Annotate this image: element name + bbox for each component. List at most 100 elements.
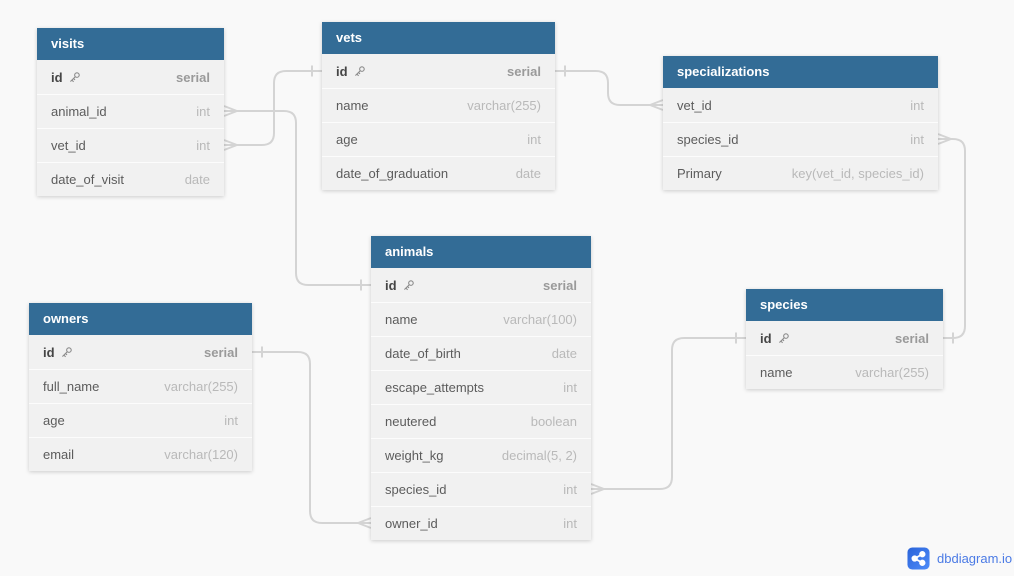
field-type: int: [563, 516, 577, 531]
field-name: animal_id: [51, 104, 107, 119]
table-owners[interactable]: owners id serial full_name varchar(255) …: [29, 303, 252, 471]
relationship-visits-vets[interactable]: [223, 65, 322, 151]
field-row-specializations-primary-key[interactable]: Primary key(vet_id, species_id): [663, 156, 938, 190]
field-row-animals-owner_id[interactable]: owner_id int: [371, 506, 591, 540]
table-title: specializations: [677, 64, 770, 79]
field-name: owner_id: [385, 516, 438, 531]
field-name: vet_id: [51, 138, 86, 153]
field-type: serial: [204, 344, 238, 360]
dbdiagram-watermark[interactable]: dbdiagram.io: [907, 547, 1012, 570]
relationship-specializations-species[interactable]: [937, 133, 966, 344]
field-type: int: [224, 413, 238, 428]
field-name: date_of_graduation: [336, 166, 449, 181]
field-row-animals-escape_attempts[interactable]: escape_attempts int: [371, 370, 591, 404]
field-row-species-id[interactable]: id serial: [746, 321, 943, 355]
field-row-owners-id[interactable]: id serial: [29, 335, 252, 369]
table-visits[interactable]: visits id serial animal_id int vet_id in…: [37, 28, 224, 196]
table-title: visits: [51, 36, 85, 51]
primary-key-icon: [354, 65, 365, 76]
field-name: date_of_visit: [51, 172, 124, 187]
field-type: int: [196, 138, 210, 153]
field-row-vets-id[interactable]: id serial: [322, 54, 555, 88]
field-row-visits-id[interactable]: id serial: [37, 60, 224, 94]
field-row-specializations-vet_id[interactable]: vet_id int: [663, 88, 938, 122]
table-title: owners: [43, 311, 89, 326]
many-crowfoot-marker: [223, 139, 238, 151]
field-row-owners-age[interactable]: age int: [29, 403, 252, 437]
field-row-vets-age[interactable]: age int: [322, 122, 555, 156]
relationship-specializations-vets[interactable]: [555, 65, 664, 111]
table-owners-header[interactable]: owners: [29, 303, 252, 335]
field-type: decimal(5, 2): [501, 448, 577, 463]
field-row-animals-id[interactable]: id serial: [371, 268, 591, 302]
field-name: name: [385, 312, 418, 327]
watermark-label: dbdiagram.io: [937, 551, 1013, 566]
field-type: serial: [895, 330, 929, 346]
table-vets[interactable]: vets id serial name varchar(255) age int…: [322, 22, 555, 190]
field-row-visits-animal_id[interactable]: animal_id int: [37, 94, 224, 128]
relationship-animals-species[interactable]: [590, 332, 746, 495]
field-type: varchar(120): [164, 447, 238, 462]
field-row-animals-species_id[interactable]: species_id int: [371, 472, 591, 506]
field-row-animals-neutered[interactable]: neutered boolean: [371, 404, 591, 438]
field-type: int: [563, 380, 577, 395]
primary-key-icon: [778, 332, 789, 343]
field-name: full_name: [43, 379, 100, 394]
field-row-vets-date_of_graduation[interactable]: date_of_graduation date: [322, 156, 555, 190]
field-name: id: [760, 330, 772, 346]
field-name: species_id: [677, 132, 739, 147]
field-row-animals-date_of_birth[interactable]: date_of_birth date: [371, 336, 591, 370]
field-name: name: [336, 98, 369, 113]
field-type: int: [527, 132, 541, 147]
field-type: serial: [176, 69, 210, 85]
field-row-specializations-species_id[interactable]: species_id int: [663, 122, 938, 156]
table-animals-header[interactable]: animals: [371, 236, 591, 268]
field-name: neutered: [385, 414, 437, 429]
field-type: int: [196, 104, 210, 119]
primary-key-icon: [403, 279, 414, 290]
table-visits-header[interactable]: visits: [37, 28, 224, 60]
field-name: age: [43, 413, 65, 428]
field-type: int: [563, 482, 577, 497]
field-type: varchar(255): [467, 98, 541, 113]
many-crowfoot-marker: [590, 483, 605, 495]
field-row-species-name[interactable]: name varchar(255): [746, 355, 943, 389]
field-type: varchar(255): [855, 365, 929, 380]
field-row-visits-date_of_visit[interactable]: date_of_visit date: [37, 162, 224, 196]
table-title: vets: [336, 30, 363, 45]
field-row-owners-email[interactable]: email varchar(120): [29, 437, 252, 471]
table-specializations-header[interactable]: specializations: [663, 56, 938, 88]
table-animals[interactable]: animals id serial name varchar(100) date…: [371, 236, 591, 540]
field-name: id: [51, 69, 63, 85]
table-specializations[interactable]: specializations vet_id int species_id in…: [663, 56, 938, 190]
field-type: serial: [507, 63, 541, 79]
field-type: boolean: [530, 414, 577, 429]
field-type: date: [551, 346, 577, 361]
table-vets-header[interactable]: vets: [322, 22, 555, 54]
field-name: id: [336, 63, 348, 79]
relationship-animals-owners[interactable]: [252, 346, 372, 529]
field-name: escape_attempts: [385, 380, 485, 395]
field-row-visits-vet_id[interactable]: vet_id int: [37, 128, 224, 162]
table-species[interactable]: species id serial name varchar(255): [746, 289, 943, 389]
field-row-animals-weight_kg[interactable]: weight_kg decimal(5, 2): [371, 438, 591, 472]
table-title: animals: [385, 244, 434, 259]
field-name: species_id: [385, 482, 447, 497]
field-row-vets-name[interactable]: name varchar(255): [322, 88, 555, 122]
table-species-header[interactable]: species: [746, 289, 943, 321]
primary-key-icon: [61, 346, 72, 357]
relationship-visits-animals[interactable]: [223, 105, 371, 291]
dbdiagram-logo-icon: [907, 547, 930, 570]
field-type: varchar(255): [164, 379, 238, 394]
primary-key-icon: [69, 71, 80, 82]
field-row-owners-full_name[interactable]: full_name varchar(255): [29, 369, 252, 403]
field-row-animals-name[interactable]: name varchar(100): [371, 302, 591, 336]
field-type: date: [184, 172, 210, 187]
field-name: id: [385, 277, 397, 293]
field-name: vet_id: [677, 97, 712, 113]
field-type: key(vet_id, species_id): [791, 166, 924, 181]
field-type: varchar(100): [503, 312, 577, 327]
field-name: Primary: [677, 166, 722, 181]
